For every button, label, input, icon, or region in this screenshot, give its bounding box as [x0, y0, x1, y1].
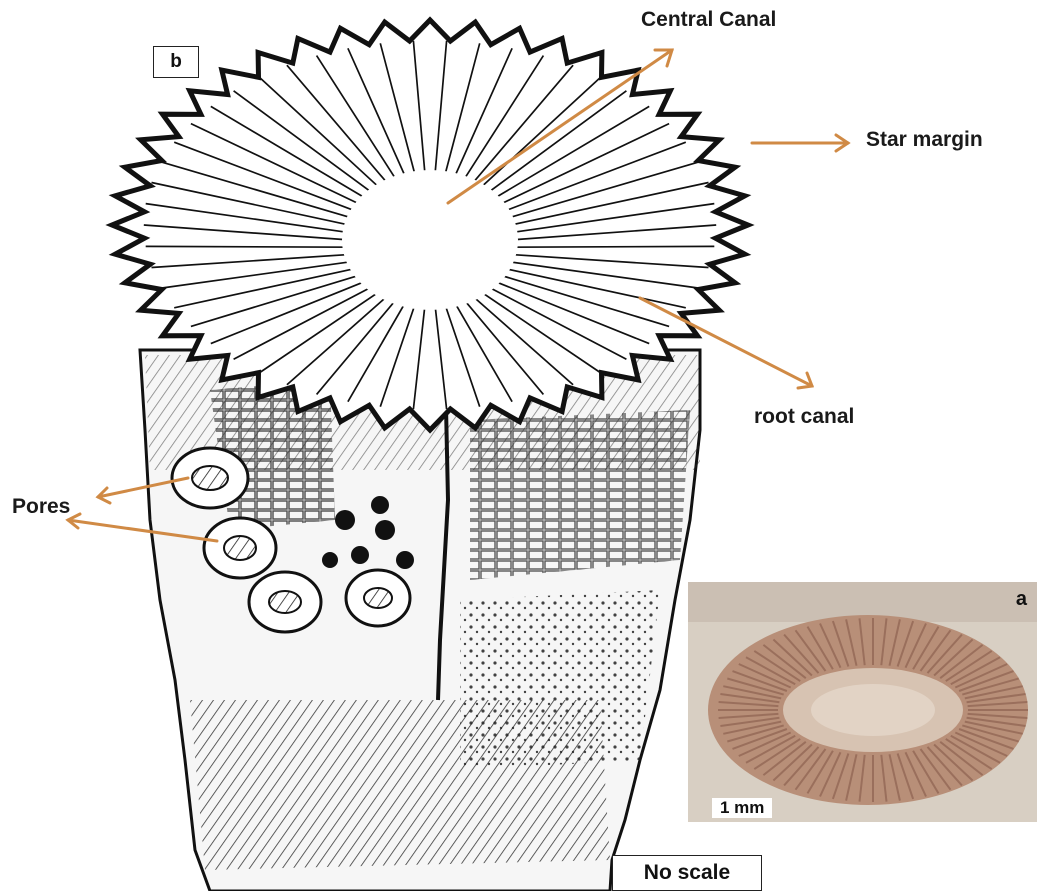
- central-canal: [342, 170, 518, 310]
- central-canal-label: Central Canal: [641, 8, 776, 32]
- fossil-photo: [688, 582, 1037, 822]
- panel-a-label: a: [1016, 588, 1027, 611]
- pores-label: Pores: [12, 495, 70, 519]
- panel-b-label: b: [153, 46, 199, 78]
- stem-body: [140, 350, 700, 891]
- no-scale-label: No scale: [612, 855, 762, 891]
- scale-bar-label: 1 mm: [712, 798, 772, 818]
- star-margin-label: Star margin: [866, 128, 983, 152]
- root-canal-label: root canal: [754, 405, 854, 429]
- fossil-photo-panel: a 1 mm: [688, 582, 1037, 822]
- star-margin-arrow: [752, 135, 848, 151]
